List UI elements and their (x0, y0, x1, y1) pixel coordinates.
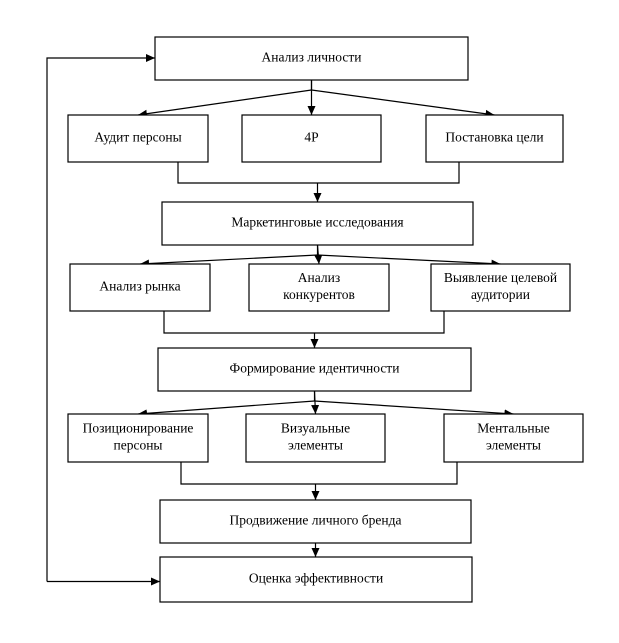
node-box (241, 114, 382, 163)
edge-analiz-lichnosti-to-audit-persony (137, 89, 312, 118)
edge-merge-bar-marketing (177, 162, 460, 184)
node-box (430, 263, 571, 312)
node-box (154, 36, 469, 81)
connectors (46, 54, 514, 586)
node-marketing: Маркетинговые исследования (161, 201, 474, 246)
node-label: Формирование идентичности (230, 361, 400, 376)
node-label: Анализ (298, 270, 340, 285)
edge-marketing-to-analiz-rynka (139, 254, 318, 268)
node-box (67, 114, 209, 163)
node-box (245, 413, 386, 463)
edge-formirovanie-to-mentalnye (314, 400, 514, 418)
node-box (159, 556, 473, 603)
node-label: Анализ личности (262, 50, 362, 65)
node-audit-persony: Аудит персоны (67, 114, 209, 163)
node-vizualnye: Визуальные элементы (245, 413, 386, 463)
node-postanovka-celi: Постановка цели (425, 114, 564, 163)
node-label: Продвижение личного бренда (229, 513, 401, 528)
edge-marketing-to-vyyavlenie-auditorii (317, 254, 501, 268)
node-analiz-konkurentov: Анализ конкурентов (248, 263, 390, 312)
node-mentalnye: Ментальные элементы (443, 413, 584, 463)
node-prodvizhenie: Продвижение личного бренда (159, 499, 472, 544)
node-label: аудитории (471, 287, 530, 302)
node-box (425, 114, 564, 163)
node-label: Позиционирование (83, 421, 194, 436)
node-4p: 4P (241, 114, 382, 163)
edge-analiz-lichnosti-to-postanovka-celi (311, 89, 495, 118)
node-vyyavlenie-auditorii: Выявление целевой аудитории (430, 263, 571, 312)
node-label: Визуальные (281, 421, 350, 436)
node-label: конкурентов (283, 287, 355, 302)
node-label: Оценка эффективности (249, 571, 383, 586)
node-ocenka: Оценка эффективности (159, 556, 473, 603)
node-pozicionirovanie: Позиционирование персоны (67, 413, 209, 463)
node-label: Постановка цели (445, 130, 543, 145)
node-box (161, 201, 474, 246)
node-box (69, 263, 211, 312)
node-label: элементы (288, 438, 343, 453)
edge-formirovanie-to-pozicionirovanie (137, 400, 315, 418)
node-formirovanie: Формирование идентичности (157, 347, 472, 392)
node-box (157, 347, 472, 392)
node-label: Выявление целевой (444, 270, 557, 285)
node-box (443, 413, 584, 463)
node-label: персоны (113, 438, 162, 453)
node-label: Анализ рынка (99, 279, 180, 294)
node-label: 4P (304, 130, 318, 145)
node-label: элементы (486, 438, 541, 453)
node-label: Ментальные (477, 421, 549, 436)
edge-merge-bar-prodvizhenie (180, 462, 458, 485)
node-label: Маркетинговые исследования (231, 215, 403, 230)
node-label: Аудит персоны (94, 130, 181, 145)
edge-feedback-into-analiz-lichnosti (46, 54, 155, 582)
node-analiz-lichnosti: Анализ личности (154, 36, 469, 81)
node-box (159, 499, 472, 544)
node-box (248, 263, 390, 312)
node-analiz-rynka: Анализ рынка (69, 263, 211, 312)
node-box (67, 413, 209, 463)
edge-merge-bar-formirovanie (163, 311, 445, 334)
